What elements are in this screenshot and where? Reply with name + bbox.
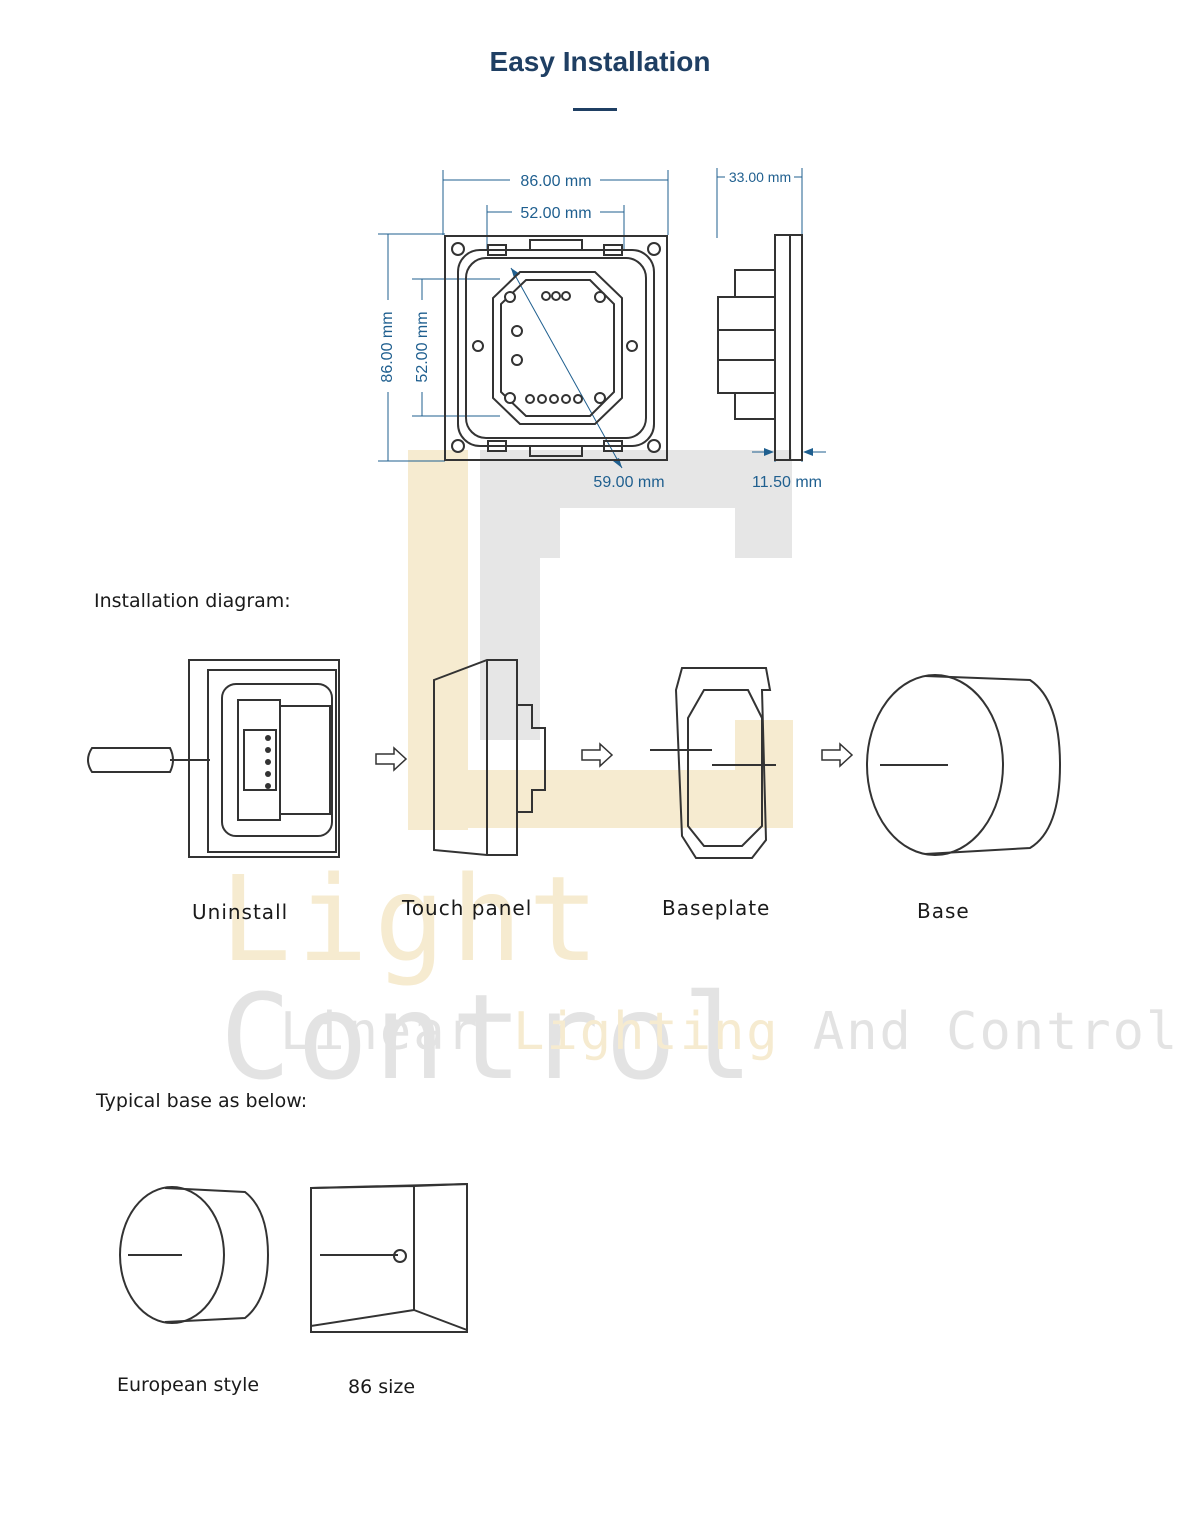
watermark-word-and-control: And Control bbox=[812, 1002, 1180, 1062]
caption-baseplate: Baseplate bbox=[662, 896, 771, 920]
watermark-logo-inner bbox=[540, 558, 735, 740]
dim-height-inner: 52.00 mm bbox=[414, 311, 431, 382]
watermark-line2: Linear Lighting And Control bbox=[280, 1006, 1179, 1058]
baseplate-illustration bbox=[650, 667, 776, 859]
caption-european-style: European style bbox=[117, 1374, 260, 1396]
watermark-word-lighting: Lighting bbox=[513, 1002, 780, 1062]
uninstall-illustration bbox=[87, 659, 340, 858]
dim-width-inner: 52.00 mm bbox=[520, 205, 591, 222]
outline-right-arrow-icon bbox=[375, 746, 408, 772]
caption-touch-panel: Touch panel bbox=[402, 896, 533, 920]
touch-panel-illustration bbox=[433, 659, 546, 856]
watermark-logo-gold-bar bbox=[408, 450, 468, 830]
title-underline bbox=[573, 108, 617, 111]
86-size-base-illustration bbox=[310, 1182, 468, 1333]
caption-base: Base bbox=[917, 899, 970, 923]
typical-base-label: Typical base as below: bbox=[96, 1090, 308, 1112]
caption-86-size: 86 size bbox=[348, 1376, 416, 1398]
dim-depth-panel: 11.50 mm bbox=[752, 474, 822, 491]
dim-diagonal: 59.00 mm bbox=[593, 474, 664, 491]
european-base-illustration bbox=[119, 1186, 270, 1324]
base-illustration bbox=[866, 674, 1062, 856]
installation-diagram-label: Installation diagram: bbox=[94, 590, 291, 612]
watermark-line1: Light Control bbox=[220, 860, 1200, 1096]
step-arrows bbox=[375, 742, 854, 772]
watermark-logo-grey-left bbox=[480, 450, 540, 740]
watermark-logo-gold-base bbox=[408, 770, 793, 828]
watermark-logo-gap bbox=[560, 508, 735, 558]
watermark-word-linear: Linear bbox=[280, 1002, 480, 1062]
dim-depth-total: 33.00 mm bbox=[729, 169, 791, 185]
watermark-word-control: Control bbox=[220, 968, 760, 1106]
outline-right-arrow-icon bbox=[821, 742, 854, 768]
dim-height-outer: 86.00 mm bbox=[379, 311, 396, 382]
watermark-word-light: Light bbox=[220, 850, 606, 988]
outline-right-arrow-icon bbox=[581, 742, 614, 768]
page-title: Easy Installation bbox=[489, 46, 711, 77]
caption-uninstall: Uninstall bbox=[192, 900, 289, 924]
dim-width-outer: 86.00 mm bbox=[520, 173, 591, 190]
